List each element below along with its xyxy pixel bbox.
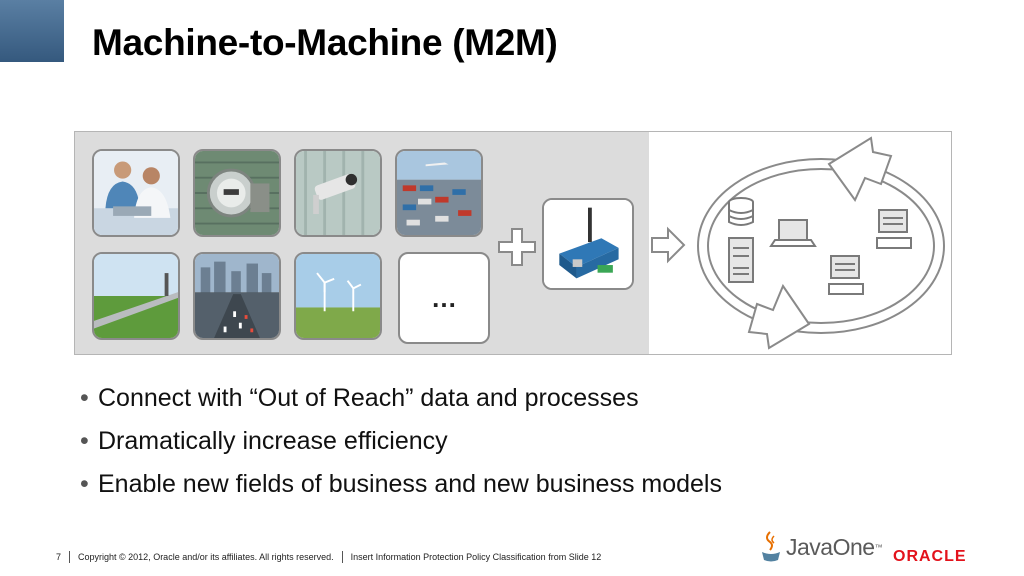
bullet-list: •Connect with “Out of Reach” data and pr…: [80, 377, 722, 506]
shipping-containers-icon: [397, 151, 481, 235]
slide-title: Machine-to-Machine (M2M): [92, 22, 558, 63]
java-cup-icon: [762, 531, 780, 562]
laptop-icon: [769, 219, 817, 247]
m2m-modem-icon: [544, 200, 632, 288]
wind-farm-photo: [294, 252, 382, 340]
database-icon: [728, 197, 754, 226]
pipeline-field-icon: [94, 254, 178, 338]
wind-farm-icon: [296, 254, 380, 338]
bullet-item: •Dramatically increase efficiency: [80, 420, 722, 463]
page-number: 7: [56, 552, 62, 562]
shipping-containers-photo: [395, 149, 483, 237]
bullet-item: •Enable new fields of business and new b…: [80, 463, 722, 506]
security-camera-photo: [294, 149, 382, 237]
footer-separator: [341, 551, 343, 563]
highway-city-icon: [195, 254, 279, 338]
arrow-right-icon: [651, 226, 686, 264]
utility-meter-photo: [193, 149, 281, 237]
server-tower-icon: [728, 237, 754, 283]
doctors-photo-icon: [94, 151, 178, 235]
security-camera-icon: [296, 151, 380, 235]
slide-footer: 7 Copyright © 2012, Oracle and/or its af…: [56, 551, 601, 563]
m2m-diagram-panel: …: [74, 131, 952, 355]
classification-text: Insert Information Protection Policy Cla…: [350, 552, 602, 562]
desktop-bottom-icon: [828, 255, 864, 295]
doctors-photo: [92, 149, 180, 237]
plus-icon: [498, 228, 536, 266]
m2m-modem-device: [542, 198, 634, 290]
oracle-logo: ORACLE: [893, 548, 967, 565]
utility-meter-icon: [195, 151, 279, 235]
footer-separator: [69, 551, 71, 563]
javaone-wordmark: JavaOne: [786, 533, 875, 560]
bullet-dot: •: [80, 384, 89, 412]
bullet-dot: •: [80, 470, 89, 498]
bullet-item: •Connect with “Out of Reach” data and pr…: [80, 377, 722, 420]
highway-city-photo: [193, 252, 281, 340]
desktop-right-icon: [876, 209, 912, 249]
more-applications-tile: …: [398, 252, 490, 344]
more-label: …: [431, 282, 457, 313]
corner-accent-block: [0, 0, 64, 62]
cycle-arrows-icon: [697, 136, 945, 350]
pipeline-field-photo: [92, 252, 180, 340]
copyright-text: Copyright © 2012, Oracle and/or its affi…: [78, 552, 334, 562]
bullet-dot: •: [80, 427, 89, 455]
